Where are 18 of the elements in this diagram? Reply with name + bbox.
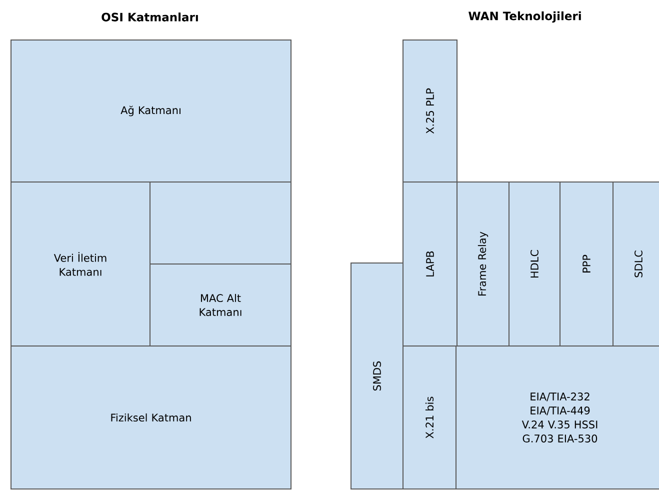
- column-heading: OSI Katmanları: [102, 12, 198, 22]
- layer-box: LAPB: [402, 182, 458, 346]
- empty-box: [150, 182, 292, 264]
- layer-box: SMDS: [350, 262, 404, 490]
- layer-box: SDLC: [612, 182, 659, 346]
- layer-box: PPP: [560, 182, 614, 346]
- node-label: SDLC: [634, 250, 642, 278]
- layer-box: X.21 bis: [402, 346, 456, 490]
- node-label: EIA/TIA-449: [530, 406, 590, 416]
- layer-box: Veri İletim Katmanı: [10, 182, 150, 346]
- layer-box: Frame Relay: [456, 182, 510, 346]
- column-heading: WAN Teknolojileri: [468, 11, 581, 23]
- layer-box: HDLC: [508, 182, 560, 346]
- node-label: G.703 EIA-530: [522, 434, 598, 442]
- layer-box: MAC Alt Katmanı: [150, 264, 292, 346]
- node-label: EIA/TIA-232: [530, 392, 590, 402]
- layer-box: X.25 PLP: [402, 40, 458, 182]
- node-label: V.24 V.35 HSSI: [522, 420, 598, 428]
